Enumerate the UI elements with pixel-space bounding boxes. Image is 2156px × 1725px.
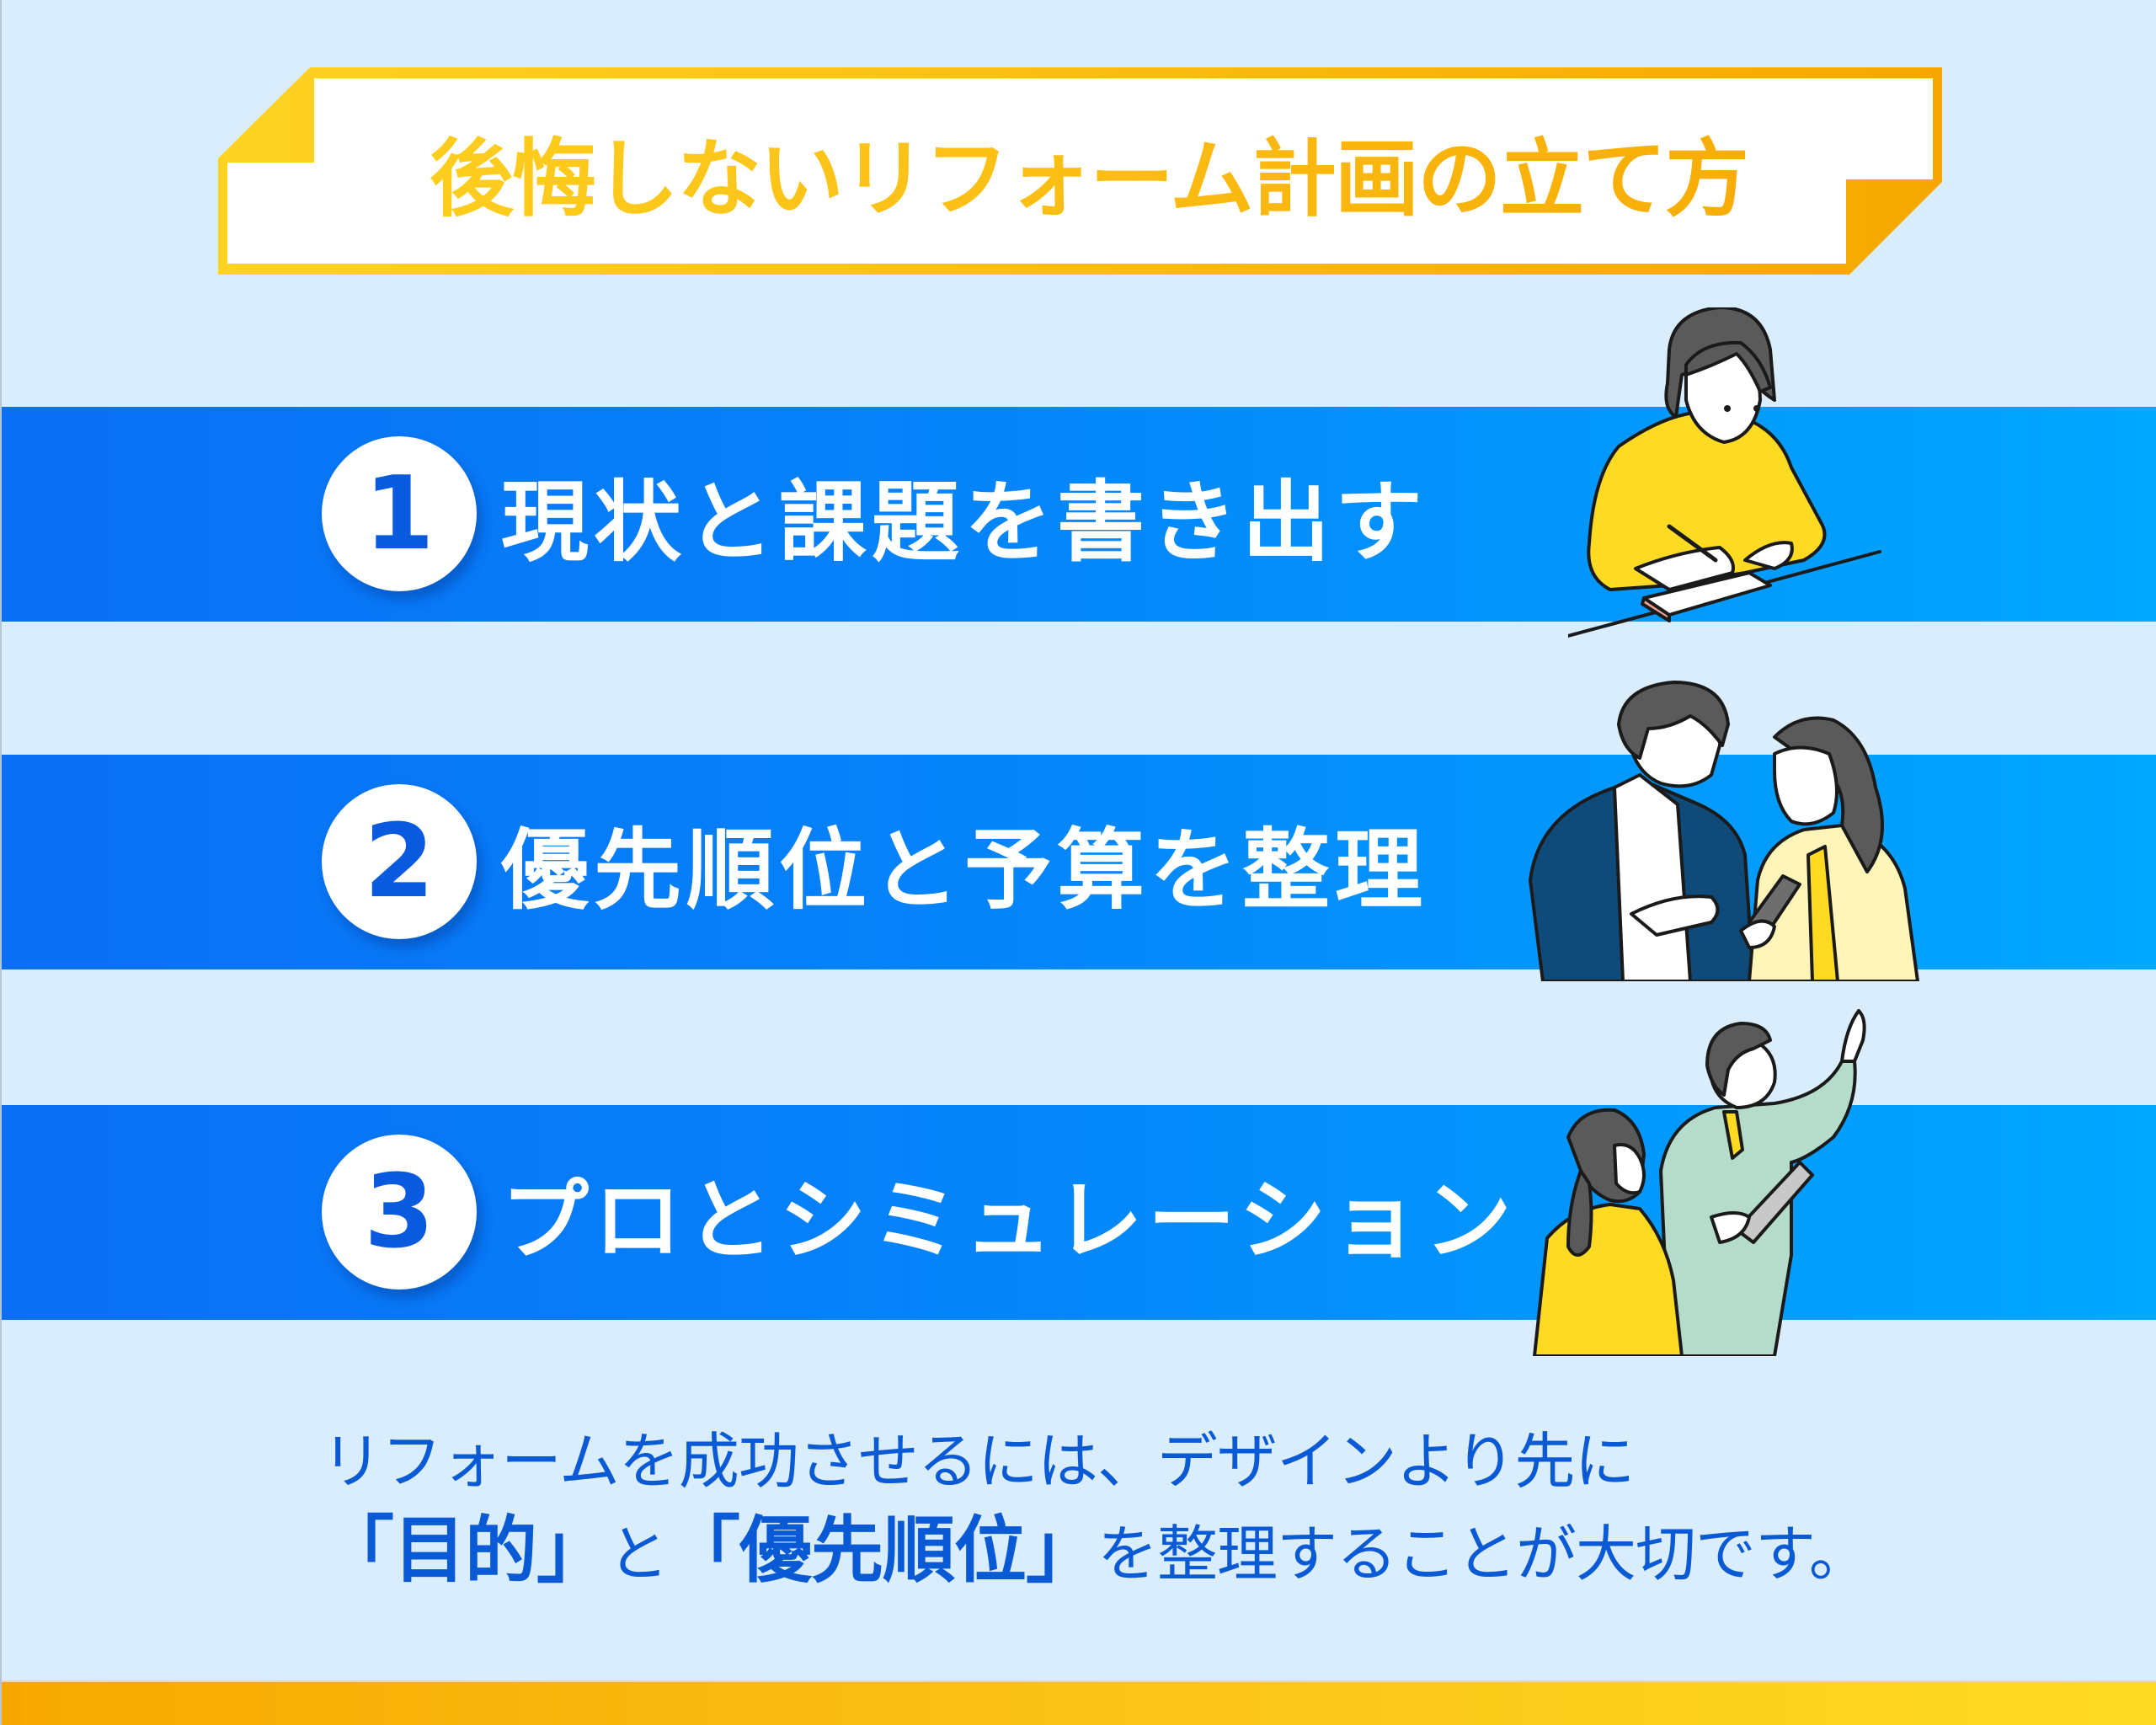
worker-explaining-to-client-icon (1522, 1002, 1909, 1356)
title-banner: 後悔しないリフォーム計画の立て方 (218, 67, 1942, 275)
step-number-badge: 1 (322, 436, 477, 591)
page-title: 後悔しないリフォーム計画の立て方 (218, 67, 1942, 275)
step-label: 現状と課題を書き出す (501, 471, 1428, 574)
emphasis-priority: 「優先順位」 (668, 1509, 1098, 1593)
summary-text: リフォームを成功させるには、デザインより先に 「目的」と「優先順位」を整理するこ… (322, 1423, 1922, 1600)
step-label: プロとシミュレーション (501, 1169, 1517, 1272)
summary-connector: と (608, 1519, 669, 1589)
summary-line-1: リフォームを成功させるには、デザインより先に (322, 1426, 1635, 1497)
emphasis-purpose: 「目的」 (322, 1509, 609, 1593)
step-number-badge: 3 (322, 1135, 477, 1290)
summary-rest: を整理することが大切です。 (1097, 1519, 1870, 1589)
step-label: 優先順位と予算を整理 (501, 819, 1428, 921)
summary-line-2: 「目的」と「優先順位」を整理することが大切です。 (322, 1504, 1922, 1600)
step-number-badge: 2 (322, 784, 477, 939)
step-band-1: 1 現状と課題を書き出す (2, 407, 2156, 622)
couple-looking-at-smartphone-icon (1522, 678, 1926, 981)
banner-frame (218, 67, 1942, 275)
bottom-accent-stripe (2, 1680, 2156, 1725)
woman-writing-notes-icon (1568, 307, 1888, 644)
